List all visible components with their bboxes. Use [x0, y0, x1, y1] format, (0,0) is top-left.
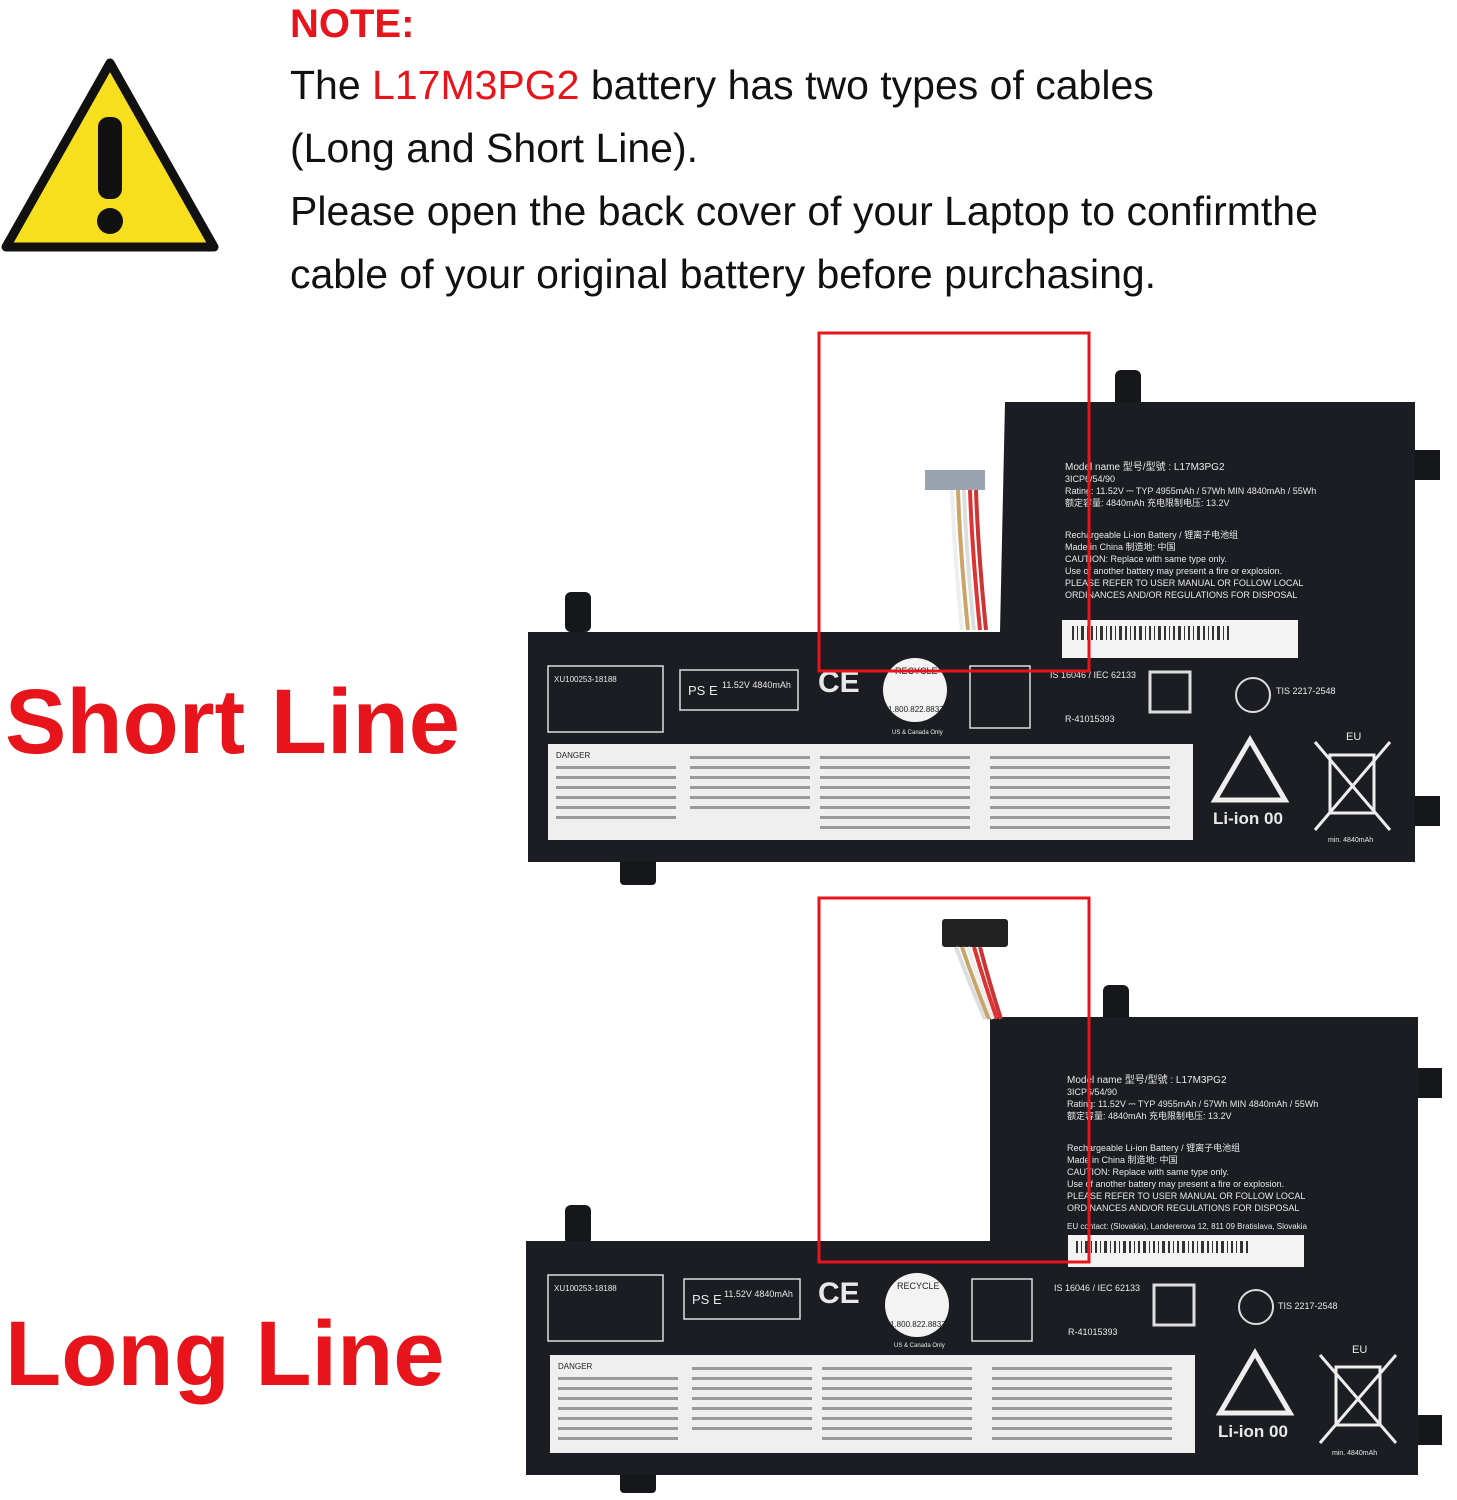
us-canada-text: US & Canada Only	[894, 1343, 945, 1349]
tis-standard: TIS 2217-2548	[1276, 686, 1336, 696]
caution-line-4: ORDINANCES AND/OR REGULATIONS FOR DISPOS…	[1067, 1203, 1299, 1213]
caution-line-2: Use of another battery may present a fir…	[1065, 566, 1282, 576]
model-line: Model name 型号/型號 : L17M3PG2	[1067, 1073, 1227, 1086]
rated-line: 额定容量: 4840mAh 充电限制电压: 13.2V	[1067, 1110, 1232, 1121]
eu-text: EU	[1346, 731, 1361, 743]
r-number: R-41015393	[1068, 1327, 1118, 1337]
caution-line-3: PLEASE REFER TO USER MANUAL OR FOLLOW LO…	[1065, 578, 1303, 588]
tis-standard: TIS 2217-2548	[1278, 1301, 1338, 1311]
made-line: Made in China 制造地: 中国	[1065, 541, 1176, 552]
recycle-text: RECYCLE	[897, 1281, 940, 1291]
long-line-label: Long Line	[5, 1303, 445, 1405]
pse-rating: 11.52V 4840mAh	[724, 1289, 793, 1299]
rating-line: Rating: 11.52V ⎓ TYP 4955mAh / 57Wh MIN …	[1065, 486, 1316, 496]
caution-line-2: Use of another battery may present a fir…	[1067, 1179, 1284, 1189]
is-standard: IS 16046 / IEC 62133	[1054, 1283, 1140, 1293]
model-line: Model name 型号/型號 : L17M3PG2	[1065, 460, 1225, 473]
recycle-phone: 1.800.822.8837	[888, 705, 944, 714]
eu-text: EU	[1352, 1344, 1367, 1356]
rechargeable-line: Rechargeable Li-ion Battery / 锂离子电池组	[1065, 529, 1238, 540]
note-line-2: (Long and Short Line).	[290, 125, 698, 171]
note-line-1: The L17M3PG2 battery has two types of ca…	[290, 62, 1154, 109]
us-canada-text: US & Canada Only	[892, 730, 943, 736]
long-cable-highlight	[817, 896, 1091, 1264]
short-cable-highlight	[817, 331, 1091, 673]
battery-model: L17M3PG2	[372, 62, 580, 108]
recycle-phone: 1.800.822.8837	[890, 1320, 946, 1329]
pse-mark: PS E	[692, 1292, 722, 1307]
is-standard: IS 16046 / IEC 62133	[1050, 670, 1136, 680]
min-capacity: min. 4840mAh	[1332, 1450, 1377, 1457]
short-line-label: Short Line	[5, 671, 460, 773]
long-line-battery: Model name 型号/型號 : L17M3PG2 3ICP6/54/90 …	[526, 896, 1442, 1493]
kc-code: XU100253-18188	[554, 1284, 617, 1293]
pse-mark: PS E	[688, 683, 718, 698]
note-title: NOTE:	[290, 2, 415, 46]
made-line: Made in China 制造地: 中国	[1067, 1154, 1178, 1165]
note-line-1-pre: The	[290, 62, 373, 108]
rating-line: Rating: 11.52V ⎓ TYP 4955mAh / 57Wh MIN …	[1067, 1099, 1318, 1109]
kc-code: XU100253-18188	[554, 675, 617, 684]
rated-line: 额定容量: 4840mAh 充电限制电压: 13.2V	[1065, 497, 1230, 508]
liion-text: Li-ion 00	[1218, 1422, 1288, 1441]
caution-line-1: CAUTION: Replace with same type only.	[1065, 554, 1227, 564]
caution-line-3: PLEASE REFER TO USER MANUAL OR FOLLOW LO…	[1067, 1191, 1305, 1201]
danger-text: DANGER	[556, 751, 590, 760]
r-number: R-41015393	[1065, 714, 1115, 724]
caution-line-1: CAUTION: Replace with same type only.	[1067, 1167, 1229, 1177]
cells-line: 3ICP6/54/90	[1067, 1087, 1117, 1097]
short-line-battery: Model name 型号/型號 : L17M3PG2 3ICP6/54/90 …	[528, 331, 1440, 885]
eu-contact: EU contact: (Slovakia), Landererova 12, …	[1067, 1222, 1308, 1231]
pse-rating: 11.52V 4840mAh	[722, 680, 791, 690]
warning-triangle-icon	[1, 58, 219, 252]
caution-line-4: ORDINANCES AND/OR REGULATIONS FOR DISPOS…	[1065, 590, 1297, 600]
min-capacity: min. 4840mAh	[1328, 837, 1373, 844]
danger-text: DANGER	[558, 1362, 592, 1371]
ce-mark: CE	[818, 1277, 860, 1310]
liion-text: Li-ion 00	[1213, 809, 1283, 828]
note-line-1-post: battery has two types of cables	[579, 62, 1154, 108]
note-line-3: Please open the back cover of your Lapto…	[290, 188, 1318, 234]
note-line-4: cable of your original battery before pu…	[290, 251, 1157, 297]
rechargeable-line: Rechargeable Li-ion Battery / 锂离子电池组	[1067, 1142, 1240, 1153]
